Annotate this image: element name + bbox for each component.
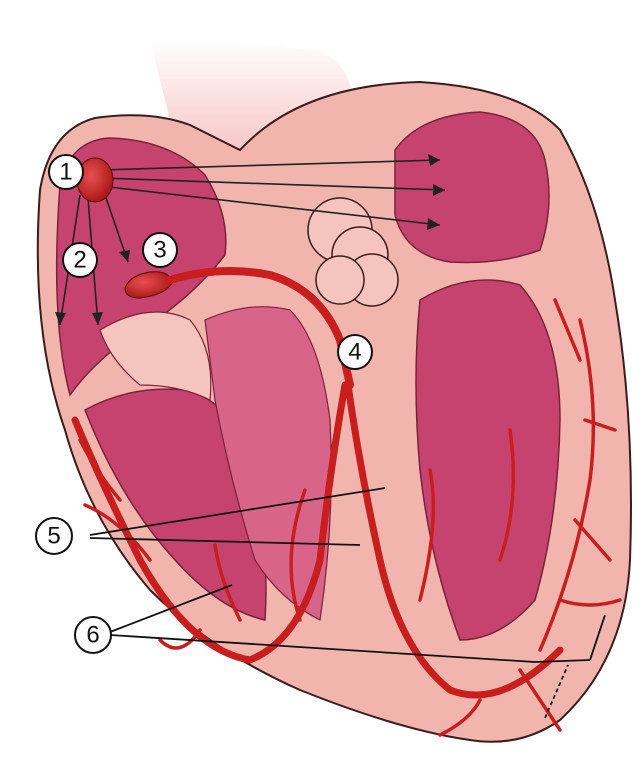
callout-1-text: 1 [59,159,72,186]
callout-3: 3 [143,233,177,267]
callout-2: 2 [63,243,97,277]
callout-3-text: 3 [153,237,166,264]
callout-6: 6 [75,617,111,653]
callout-1: 1 [49,155,83,189]
callout-4: 4 [338,335,372,369]
callout-5: 5 [36,518,72,554]
callout-6-text: 6 [86,622,99,649]
callout-4-text: 4 [348,339,361,366]
callout-2-text: 2 [73,247,86,274]
callout-5-text: 5 [47,523,60,550]
left-atrium [395,112,549,263]
